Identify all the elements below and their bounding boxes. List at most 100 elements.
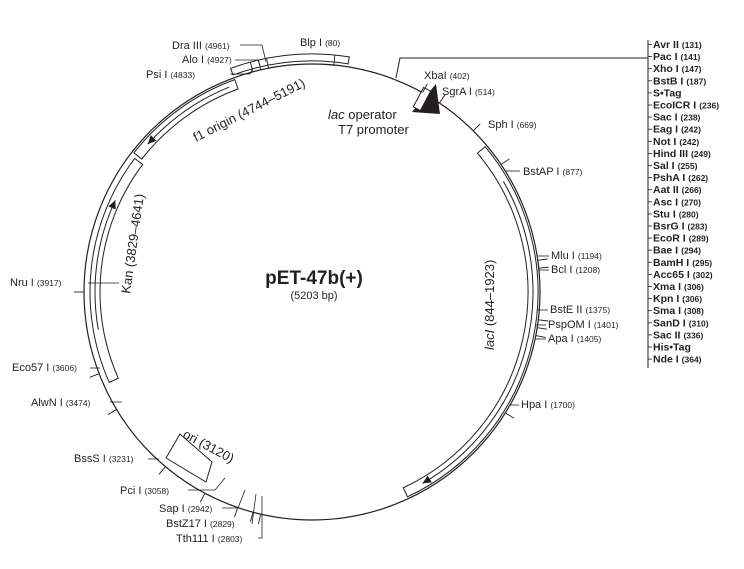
site-labels: Blp I (80) Dra III (4961) Alo I (4927) P…: [10, 37, 619, 545]
site-label-dra3: Dra III (4961): [172, 40, 230, 52]
mcs-item: Sal I(255): [653, 160, 698, 172]
mcs-item: Nde I(364): [653, 354, 702, 366]
feature-label-f1-origin: f1 origin (4744–5191): [191, 75, 308, 144]
mcs-bracket: [395, 40, 649, 368]
site-label-mlu1: Mlu I (1194): [551, 250, 602, 262]
site-tick-pspom1: [537, 327, 548, 330]
site-tick-alwn1: [107, 409, 117, 415]
mcs-item: Xma I(306): [653, 281, 704, 293]
mcs-site-list: Avr II(131)Pac I(141)Xho I(147)BstB I(18…: [648, 39, 719, 366]
site-label-pspom1: PspOM I (1401): [548, 319, 619, 331]
site-label-bstap1: BstAP I (877): [523, 166, 583, 178]
site-label-sgra1: SgrA I (514): [442, 86, 495, 98]
site-tick-tth111-1: [258, 514, 262, 525]
feature-box-kan: [89, 157, 144, 383]
mcs-item: Sma I(308): [653, 305, 704, 317]
site-label-bste2: BstE II (1375): [550, 304, 610, 316]
mcs-item: BsrG I(283): [653, 221, 708, 233]
site-tick-bstap1: [500, 158, 510, 165]
site-label-sph1: Sph I (669): [488, 119, 537, 131]
mcs-item: S•Tag: [653, 87, 682, 99]
mcs-item: Hind III(249): [653, 148, 711, 160]
site-tick-dra3: [266, 58, 269, 69]
leader-tth111-1: [258, 496, 263, 539]
site-label-apa1: Apa I (1405): [548, 333, 601, 345]
site-tick-sap1: [234, 507, 239, 518]
site-tick-apa1: [535, 335, 546, 338]
mcs-item: Acc65 I(302): [653, 269, 713, 281]
site-label-hpa1: Hpa I (1700): [521, 399, 575, 411]
mcs-item: Asc I(270): [653, 196, 701, 208]
mcs-item: Aat II(266): [653, 184, 702, 196]
leader-pci1: [188, 477, 226, 491]
mcs-item: Sac I(238): [653, 112, 701, 124]
mcs-item: Kpn I(306): [653, 293, 702, 305]
site-tick-bsss1: [158, 466, 166, 475]
arrow-laci-head: [422, 475, 432, 484]
mcs-item: BamH I(295): [653, 257, 712, 269]
mcs-item: BstB I(187): [653, 75, 706, 87]
site-label-eco57-1: Eco57 I (3606): [12, 362, 77, 374]
mcs-item: Sac II(336): [653, 329, 703, 341]
mcs-item: PshA I(262): [653, 172, 708, 184]
leader-alo1: [235, 59, 261, 67]
site-tick-bcl1: [538, 266, 549, 269]
site-tick-sph1: [472, 123, 481, 132]
site-label-xba1: XbaI (402): [424, 70, 470, 82]
feature-label-laci: lacI (844–1923): [482, 260, 497, 350]
arrow-f1-origin-head: [147, 135, 157, 145]
site-tick-pci1: [199, 493, 206, 503]
mcs-item: Pac I(141): [653, 51, 701, 63]
site-label-psi1: Psi I (4833): [146, 69, 195, 81]
mcs-item: His•Tag: [653, 342, 691, 354]
site-tick-layer: [74, 55, 549, 525]
feature-box-mcs: [229, 53, 350, 76]
arrow-kan: [94, 200, 116, 330]
plasmid-name: pET-47b(+): [265, 268, 363, 289]
site-tick-bste2: [538, 319, 549, 322]
arrow-laci: [422, 181, 534, 484]
lac-operator-box: [412, 86, 432, 112]
site-tick-xba1: [422, 83, 428, 93]
leader-bstz17-1: [251, 493, 257, 525]
site-label-pci1: Pci I (3058): [120, 485, 169, 497]
site-label-alwn1: AlwN I (3474): [31, 397, 91, 409]
mcs-item: Not I(242): [653, 136, 699, 148]
plasmid-size: (5203 bp): [290, 290, 337, 302]
mcs-item: EcoR I(289): [653, 233, 709, 245]
arrow-kan-head: [108, 200, 116, 210]
site-tick-bstz17-1: [249, 512, 254, 523]
ori-arrow: [165, 433, 213, 483]
arrow-f1-origin: [147, 86, 230, 145]
site-label-nru1: Nru I (3917): [10, 277, 62, 289]
feature-label-lac-operator: lac operator: [328, 107, 397, 122]
site-tick-sgra1: [439, 94, 446, 104]
site-tick-psi1: [249, 61, 254, 72]
site-label-tth111-1: Tth111 I (2803): [176, 533, 243, 545]
mcs-item: Xho I(147): [653, 63, 702, 75]
mcs-item: Bae I(294): [653, 245, 701, 257]
site-label-bsss1: BssS I (3231): [74, 453, 134, 465]
mcs-item: SanD I(310): [653, 317, 709, 329]
site-leader-lines: [88, 44, 549, 539]
site-label-blp1: Blp I (80): [300, 37, 340, 49]
feature-label-kan: Kan (3829–4641): [118, 193, 147, 295]
site-tick-mlu1: [537, 258, 548, 261]
feature-label-t7-promoter: T7 promoter: [338, 122, 409, 137]
mcs-item: Stu I(280): [653, 208, 699, 220]
leader-dra3: [240, 44, 267, 63]
mcs-item: Eag I(242): [653, 124, 701, 136]
site-tick-eco57-1: [89, 373, 100, 378]
feature-layer: [89, 53, 539, 498]
feature-box-f1-origin: [133, 78, 239, 160]
leader-sap1: [222, 489, 246, 509]
mcs-item: EcoICR I(236): [653, 100, 719, 112]
feature-box-laci: [402, 146, 539, 498]
site-label-bcl1: Bcl I (1208): [551, 264, 600, 276]
site-label-alo1: Alo I (4927): [182, 54, 232, 66]
leader-psi1: [230, 69, 253, 75]
mcs-item: Avr II(131): [653, 39, 702, 51]
site-label-bstz17-1: BstZ17 I (2829): [166, 518, 235, 530]
site-tick-blp1: [333, 55, 336, 66]
